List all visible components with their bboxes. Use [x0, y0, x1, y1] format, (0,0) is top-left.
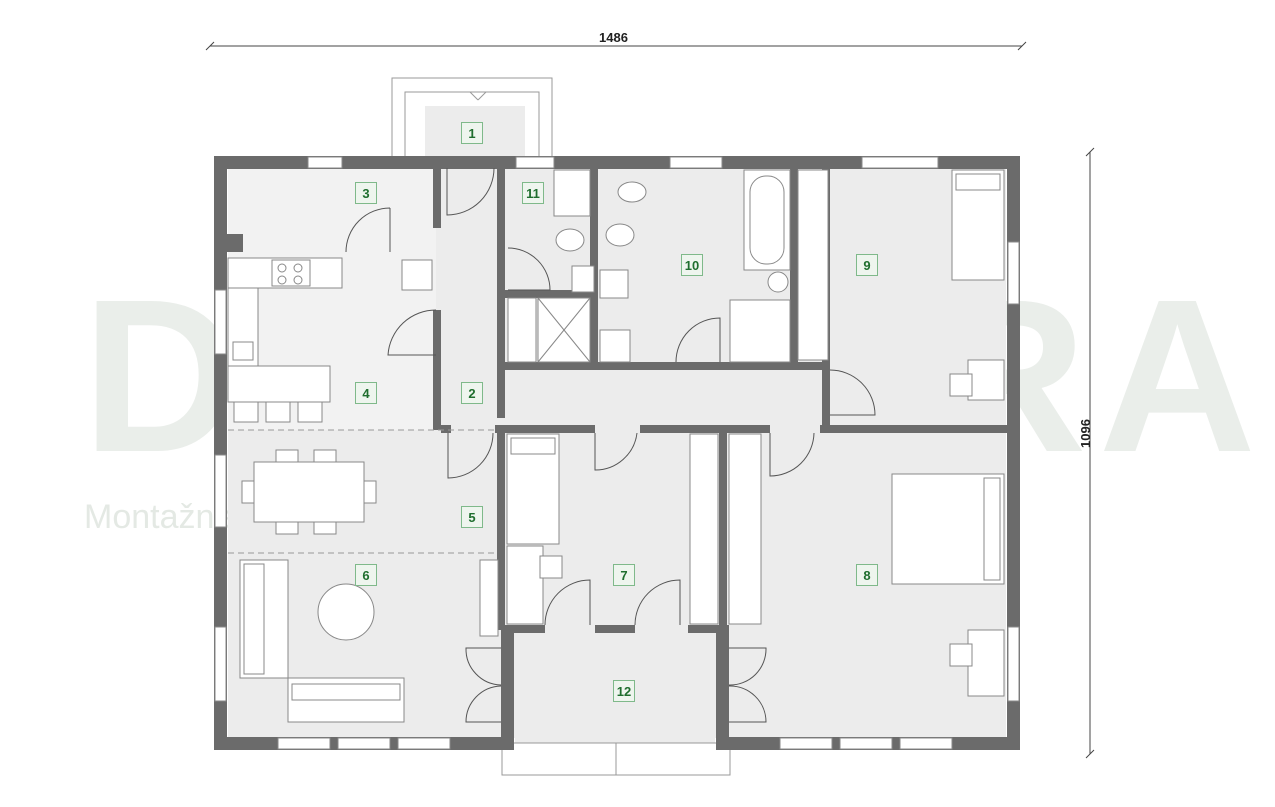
- room-label-3: 3: [355, 182, 377, 204]
- living-furniture: [239, 559, 499, 723]
- doors: [345, 167, 876, 723]
- room-label-8: 8: [856, 564, 878, 586]
- bathroom-fixtures: [507, 169, 791, 363]
- dimension-lines: [205, 41, 1095, 759]
- room-label-2: 2: [461, 382, 483, 404]
- kitchen-furniture: [227, 257, 433, 423]
- room-label-7: 7: [613, 564, 635, 586]
- dining-furniture: [241, 449, 377, 535]
- room-label-4: 4: [355, 382, 377, 404]
- zone-dividers: [228, 429, 497, 554]
- height-dimension-label: 1096: [1078, 419, 1093, 448]
- room-label-10: 10: [681, 254, 703, 276]
- room-label-9: 9: [856, 254, 878, 276]
- bedroom-7-furniture: [506, 433, 719, 625]
- bedroom-9-furniture: [797, 169, 1005, 401]
- room-label-6: 6: [355, 564, 377, 586]
- room-label-11: 11: [522, 182, 544, 204]
- windows: [214, 156, 1020, 750]
- bedroom-8-furniture: [728, 433, 1005, 697]
- width-dimension-label: 1486: [599, 30, 628, 45]
- room-label-12: 12: [613, 680, 635, 702]
- entrance-canopy: [391, 77, 731, 776]
- room-label-1: 1: [461, 122, 483, 144]
- room-label-5: 5: [461, 506, 483, 528]
